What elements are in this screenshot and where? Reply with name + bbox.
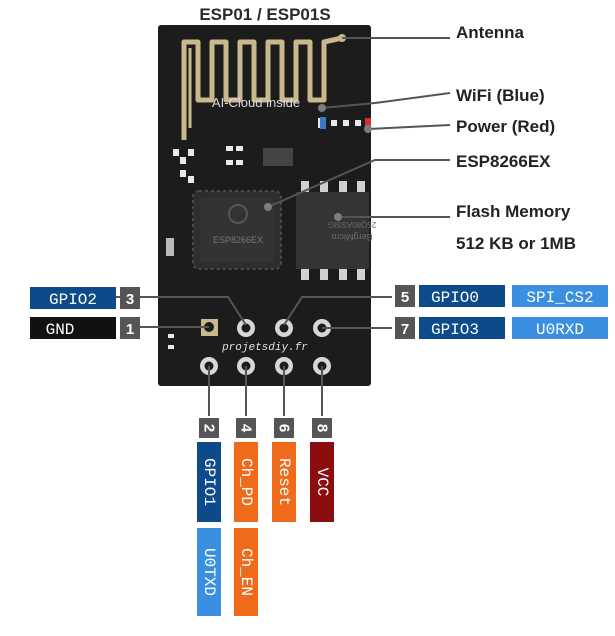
flash-label-1: BergMicro: [331, 232, 372, 242]
pin-1-name-box: [30, 317, 116, 339]
flash-chip: BergMicro 25Q80ASSIG: [296, 181, 376, 280]
pin-4-alt-box: [234, 528, 258, 616]
callout-dots: [264, 104, 372, 221]
watermark: projetsdiy.fr: [221, 342, 308, 354]
pin-6-name-box: [272, 442, 296, 522]
pin-4-number-box: [236, 418, 256, 438]
pin-7-alt-box: [512, 317, 608, 339]
pin-1-number: 1: [126, 321, 134, 338]
pin-8-number: 8: [314, 424, 331, 432]
pin-2-name-box: [197, 442, 221, 522]
flash-label-2: 25Q80ASSIG: [328, 220, 376, 229]
power-led: [365, 118, 371, 130]
callout-chip: ESP8266EX: [456, 152, 551, 171]
pin-3-name-box: [30, 287, 116, 309]
pin-5-alt: SPI_CS2: [526, 289, 593, 307]
pin-6-number-box: [274, 418, 294, 438]
pin-7-name: GPIO3: [431, 321, 479, 339]
pin-5-name-box: [419, 285, 505, 307]
pin-1-number-box: [120, 317, 140, 339]
pin-7-number-box: [395, 317, 415, 339]
pin-2-alt: U0TXD: [200, 548, 218, 596]
antenna-trace: [181, 35, 343, 140]
pin-8-name-box: [310, 442, 334, 522]
callout-flash-size: 512 KB or 1MB: [456, 234, 576, 253]
pin-2-number-box: [199, 418, 219, 438]
antenna-text: AI-Cloud inside: [212, 95, 300, 110]
callout-antenna: Antenna: [456, 23, 525, 42]
pin-7-name-box: [419, 317, 505, 339]
pin-8-number-box: [312, 418, 332, 438]
wifi-led: [320, 117, 326, 129]
pin-6-number: 6: [276, 424, 293, 432]
pin-7-number: 7: [401, 321, 409, 338]
callout-lines: [116, 37, 451, 416]
callout-power-led: Power (Red): [456, 117, 555, 136]
pin-2-alt-box: [197, 528, 221, 616]
pin-8-name: VCC: [313, 468, 331, 497]
pin-2-number: 2: [201, 424, 218, 432]
pin-4-alt: Ch_EN: [237, 548, 255, 596]
pin-5-number-box: [395, 285, 415, 307]
esp8266-chip: ESP8266EX: [192, 190, 282, 270]
pin-7-alt: U0RXD: [536, 321, 584, 339]
diagram-title: ESP01 / ESP01S: [199, 5, 330, 24]
callout-wifi-led: WiFi (Blue): [456, 86, 545, 105]
chip-label: ESP8266EX: [213, 235, 263, 245]
pin-1-name: GND: [46, 321, 75, 339]
callout-flash: Flash Memory: [456, 202, 571, 221]
pin-4-number: 4: [238, 424, 255, 433]
pin-4-name-box: [234, 442, 258, 522]
pin-5-alt-box: [512, 285, 608, 307]
pin-5-number: 5: [401, 289, 409, 306]
pin-6-name: Reset: [275, 458, 293, 506]
pin-5-name: GPIO0: [431, 289, 479, 307]
pin-2-name: GPIO1: [200, 458, 218, 506]
crystal-oscillator: [263, 148, 293, 166]
pin-4-name: Ch_PD: [237, 458, 255, 506]
pin-3-name: GPIO2: [49, 291, 97, 309]
pin-3-number: 3: [126, 291, 134, 308]
pin-3-number-box: [120, 287, 140, 309]
